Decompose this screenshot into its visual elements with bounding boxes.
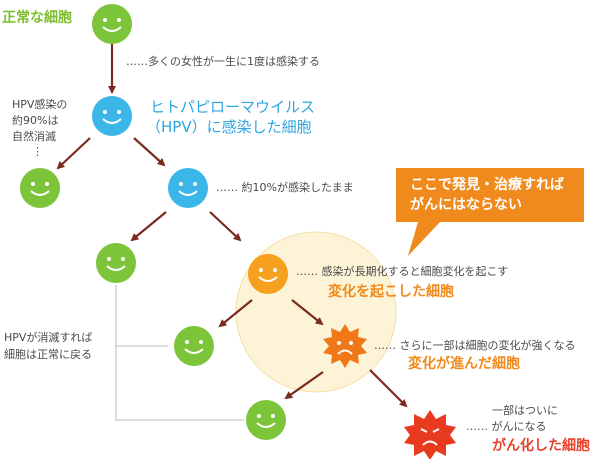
hpv-cleared-line-2: 細胞は正常に戻る [4, 348, 92, 361]
hpv-infected-label-line-1: ヒトパピローマウイルス [150, 98, 316, 116]
normal-cell-top [92, 4, 132, 44]
most-women-note: ……多くの女性が一生に1度は感染する [126, 55, 320, 68]
cancer-cell-label: がん化した細胞 [492, 438, 590, 454]
advanced-cell-label: 変化が進んだ細胞 [408, 356, 520, 372]
advanced-cell [323, 324, 367, 368]
normal-cell-cleared [20, 168, 60, 208]
natural-clearance-line-2: 約90%は [12, 114, 59, 127]
strong-change-note: …… さらに一部は細胞の変化が強くなる [374, 339, 576, 352]
changed-cell-label: 変化を起こした細胞 [328, 284, 454, 300]
natural-clearance-dots: ⋮ [32, 145, 43, 158]
cancer-cell [404, 410, 456, 459]
natural-clearance-line-1: HPV感染の [12, 98, 68, 111]
some-cancer-line-2: …… がんになる [466, 420, 547, 433]
hpv-infected-label-line-2: （HPV）に感染した細胞 [146, 118, 312, 136]
hpv-cleared-line-1: HPVが消滅すれば [4, 331, 93, 344]
hpv-persistent-cell [168, 168, 208, 208]
changed-cell [248, 254, 288, 294]
normal-cell-mid [96, 243, 136, 283]
some-cancer-line-1: 一部はついに [492, 404, 558, 417]
natural-clearance-line-3: 自然消滅 [12, 130, 56, 143]
return-lines [115, 285, 244, 421]
callout-line-2: がんにはならない [410, 197, 522, 213]
callout-bubble [396, 168, 584, 256]
flow-arrows [56, 44, 408, 408]
long-term-note: …… 感染が長期化すると細胞変化を起こす [296, 265, 509, 278]
remain-infected-note: …… 約10%が感染したまま [216, 181, 354, 194]
normal-cell-label: 正常な細胞 [2, 10, 72, 26]
normal-cell-return-2 [246, 400, 286, 440]
callout-line-1: ここで発見・治療すれば [410, 177, 564, 193]
normal-cell-return-1 [174, 326, 214, 366]
hpv-infected-cell [92, 96, 132, 136]
